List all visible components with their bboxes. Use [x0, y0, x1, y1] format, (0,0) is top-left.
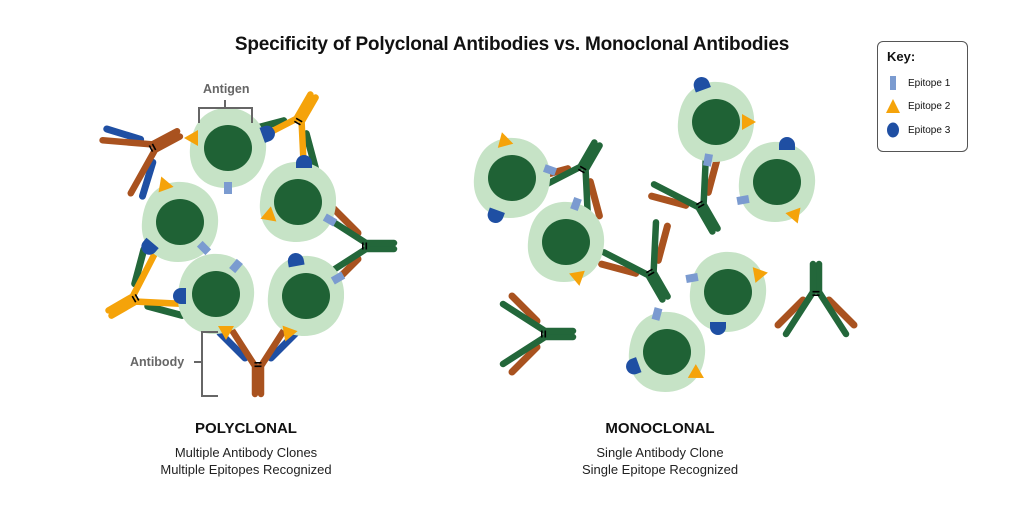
- polyclonal-cluster: [91, 77, 394, 396]
- monoclonal-title: MONOCLONAL: [605, 420, 715, 437]
- epitope-3-oval-icon: [887, 122, 899, 138]
- polyclonal-line1: Multiple Antibody Clones: [174, 445, 318, 460]
- polyclonal-description: Multiple Antibody Clones Multiple Epitop…: [116, 444, 376, 478]
- mono-antibody-free-right: [778, 264, 854, 334]
- key-item-epitope-3: Epitope 3: [886, 121, 950, 139]
- monoclonal-description: Single Antibody Clone Single Epitope Rec…: [530, 444, 790, 478]
- antigen-top: [184, 107, 278, 194]
- key-item-epitope-1: Epitope 1: [886, 74, 950, 92]
- mono-antigen-2: [527, 196, 605, 288]
- mono-antigen-6: [623, 307, 708, 392]
- mono-antibody-3: [597, 218, 698, 317]
- monoclonal-line2: Single Epitope Recognized: [581, 462, 739, 477]
- polyclonal-title: POLYCLONAL: [195, 420, 297, 437]
- mono-antigen-4: [736, 137, 816, 227]
- mono-antigen-5: [685, 251, 770, 335]
- antibody-bracket: [194, 331, 218, 397]
- diagram-title: Specificity of Polyclonal Antibodies vs.…: [234, 34, 790, 55]
- epitope-1-rectangle-icon: [890, 76, 896, 90]
- key-label-epitope-1: Epitope 1: [908, 77, 951, 89]
- legend-key: Key: Epitope 1 Epitope 2 Epitope 3: [877, 41, 968, 152]
- antibody-label: Antibody: [130, 355, 185, 369]
- antigen-label: Antigen: [203, 82, 250, 96]
- key-title: Key:: [887, 49, 916, 64]
- monoclonal-cluster: [473, 74, 854, 392]
- antigen-bracket: [198, 100, 253, 123]
- antigen-left: [138, 173, 219, 262]
- key-item-epitope-2: Epitope 2: [886, 97, 950, 115]
- antigen-right: [257, 155, 338, 243]
- antigen-bottom-right: [267, 251, 346, 345]
- monoclonal-line1: Single Antibody Clone: [596, 445, 724, 460]
- key-label-epitope-3: Epitope 3: [908, 124, 951, 136]
- mono-antibody-free-left: [503, 296, 573, 372]
- epitope-2-triangle-icon: [886, 99, 900, 113]
- key-label-epitope-2: Epitope 2: [908, 100, 951, 112]
- mono-antigen-3: [677, 74, 756, 167]
- polyclonal-line2: Multiple Epitopes Recognized: [160, 462, 332, 477]
- antigen-bottom-left: [173, 253, 255, 340]
